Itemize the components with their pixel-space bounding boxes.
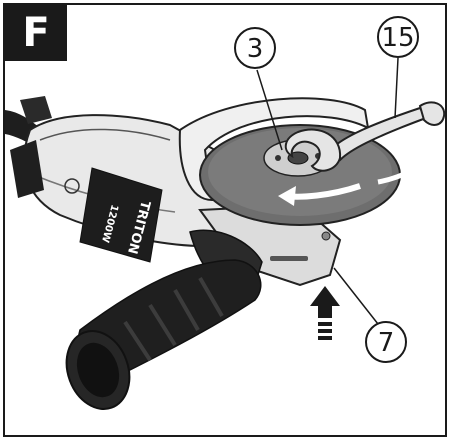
callout-spindle-lock-label: 7 <box>378 328 395 358</box>
wheel-guard <box>178 97 370 202</box>
callout-nut: 3 <box>234 27 283 151</box>
push-arrow <box>310 286 340 340</box>
pin-spanner <box>284 101 446 172</box>
figure-label: F <box>5 5 67 61</box>
callout-spanner: 15 <box>377 16 419 119</box>
callout-nut-label: 3 <box>247 34 264 64</box>
rotation-arrow <box>278 150 438 206</box>
callout-spindle-lock: 7 <box>333 267 407 363</box>
vent-slot <box>270 256 308 261</box>
switch-icon <box>64 178 80 194</box>
screw-icon <box>321 231 331 241</box>
callout-spanner-label: 15 <box>381 23 414 53</box>
side-handle <box>65 229 263 410</box>
